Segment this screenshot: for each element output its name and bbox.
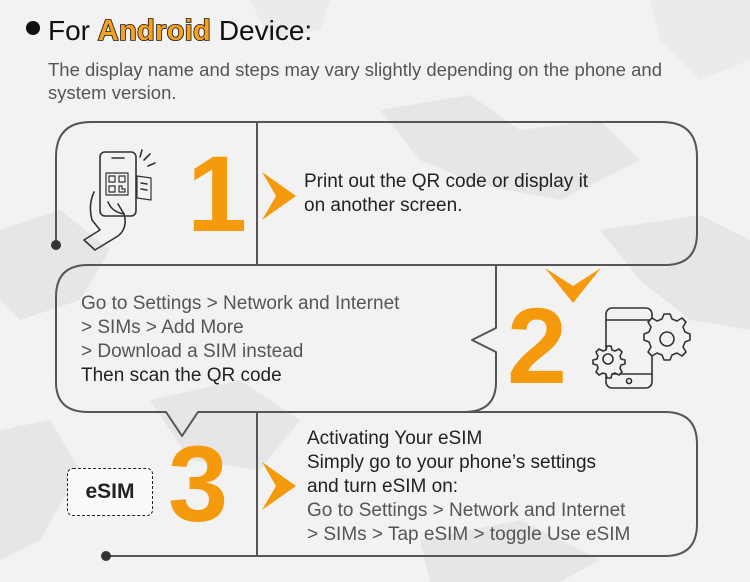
step-3-number: 3 <box>168 423 229 544</box>
step-1-text: Print out the QR code or display it on a… <box>304 170 588 218</box>
step-2-number: 2 <box>507 285 568 406</box>
step-3-line: Simply go to your phone’s settings <box>307 452 597 473</box>
step-1-number: 1 <box>187 133 248 254</box>
step-2-line: Then scan the QR code <box>81 365 282 386</box>
step-3-line: Go to Settings > Network and Internet <box>307 500 626 521</box>
page-subtitle: The display name and steps may vary slig… <box>48 59 662 103</box>
step-2-line: > Download a SIM instead <box>81 341 304 362</box>
step-3-text: Activating Your eSIM Simply go to your p… <box>307 427 630 547</box>
step-3-line: > SIMs > Tap eSIM > toggle Use eSIM <box>307 524 631 545</box>
step-2-line: > SIMs > Add More <box>81 317 244 338</box>
page-title: For Android Device: <box>48 14 312 48</box>
step-1-line: on another screen. <box>304 195 463 216</box>
title-suffix: Device: <box>218 15 313 46</box>
step-3-line: and turn eSIM on: <box>307 476 459 497</box>
step-1-line: Print out the QR code or display it <box>304 171 589 192</box>
esim-badge: eSIM <box>67 468 153 516</box>
step-2-line: Go to Settings > Network and Internet <box>81 293 400 314</box>
step-2-text: Go to Settings > Network and Internet > … <box>81 292 399 388</box>
title-prefix: For <box>48 15 90 46</box>
step-3-line: Activating Your eSIM <box>307 428 483 449</box>
title-highlight: Android <box>97 14 212 48</box>
heading-bullet <box>26 21 40 35</box>
